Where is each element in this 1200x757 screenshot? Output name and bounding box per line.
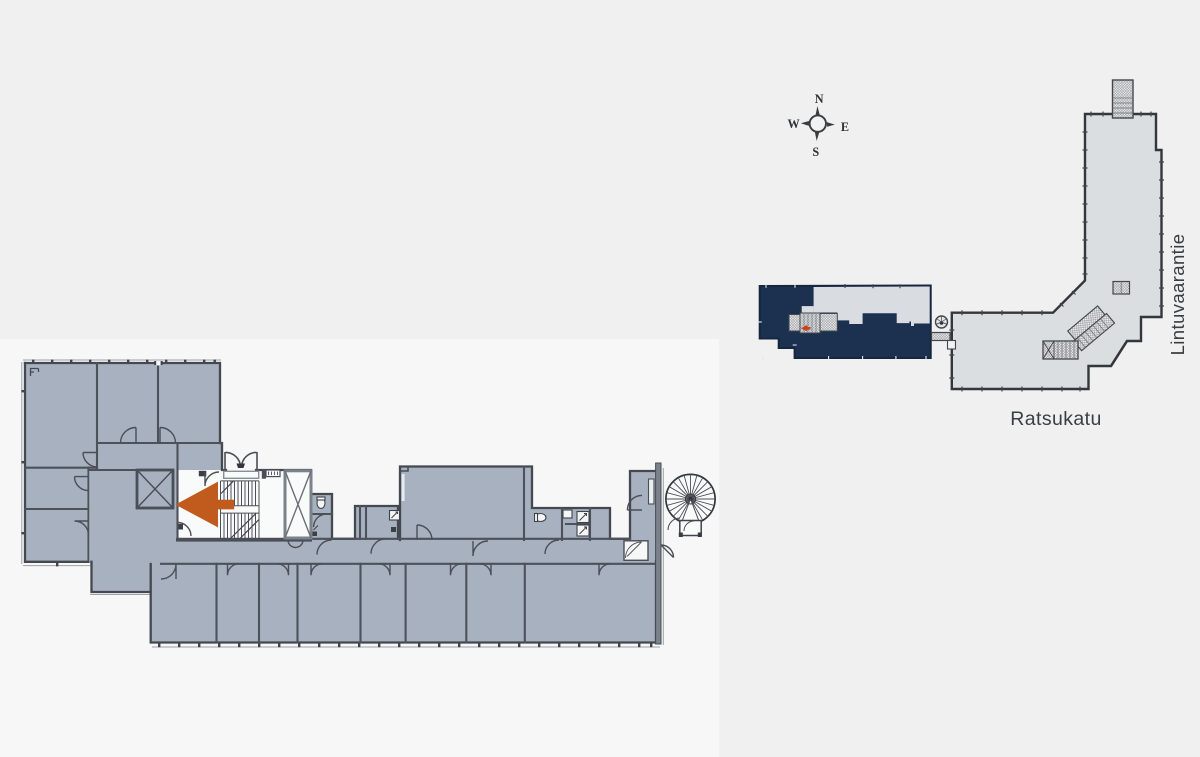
svg-text:E: E [841, 120, 849, 134]
svg-text:S: S [812, 145, 819, 159]
svg-text:W: W [788, 117, 800, 131]
svg-text:Lintuvaarantie: Lintuvaarantie [1167, 234, 1188, 356]
svg-text:Ratsukatu: Ratsukatu [1010, 408, 1101, 430]
svg-text:N: N [815, 92, 824, 106]
